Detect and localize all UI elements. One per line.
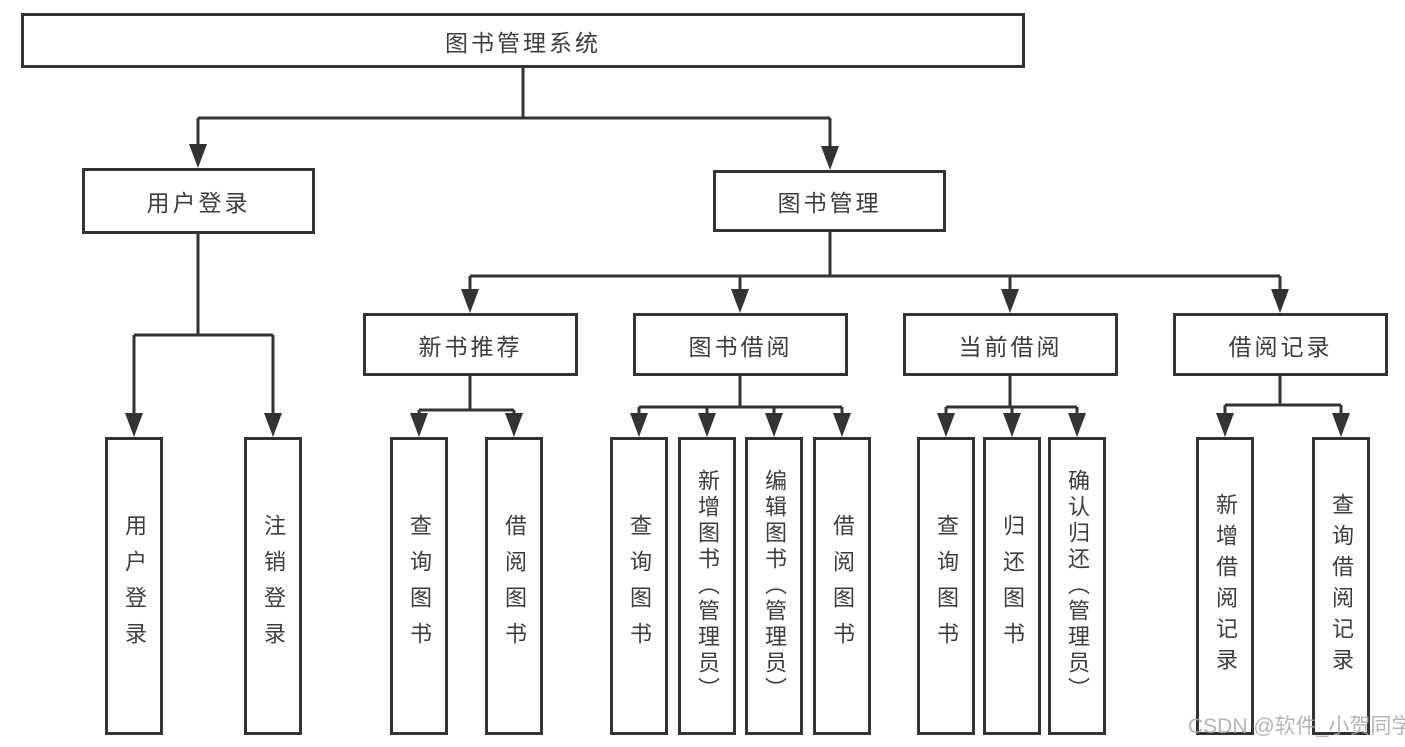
leaf-query-borrow-record: 查询借阅记录 xyxy=(1312,437,1370,735)
leaf-borrow-books-2-label: 借阅图书 xyxy=(830,514,855,658)
leaf-borrow-books-1-label: 借阅图书 xyxy=(502,514,527,658)
node-current-borrowing: 当前借阅 xyxy=(903,313,1118,376)
leaf-borrow-books-2: 借阅图书 xyxy=(813,437,871,735)
leaf-return-books-label: 归还图书 xyxy=(1000,514,1025,658)
node-root: 图书管理系统 xyxy=(21,13,1025,68)
leaf-add-borrow-record: 新增借阅记录 xyxy=(1196,437,1254,735)
node-new-book-recommend-label: 新书推荐 xyxy=(418,333,523,360)
node-user-login-label: 用户登录 xyxy=(146,190,251,216)
node-borrow-records-label: 借阅记录 xyxy=(1228,333,1333,360)
node-book-management-label: 图书管理 xyxy=(777,190,882,216)
node-new-book-recommend: 新书推荐 xyxy=(363,313,578,376)
leaf-query-books-1: 查询图书 xyxy=(390,437,448,735)
node-book-borrowing-label: 图书借阅 xyxy=(688,333,793,360)
node-book-management: 图书管理 xyxy=(713,170,946,232)
leaf-query-books-2: 查询图书 xyxy=(610,437,668,735)
leaf-return-books: 归还图书 xyxy=(983,437,1041,735)
leaf-add-books-admin: 新增图书（管理员） xyxy=(678,437,736,735)
node-root-label: 图书管理系统 xyxy=(445,29,601,56)
leaf-add-books-admin-label: 新增图书（管理员） xyxy=(695,469,720,703)
leaf-query-books-3-label: 查询图书 xyxy=(934,514,959,658)
leaf-confirm-return-admin: 确认归还（管理员） xyxy=(1048,437,1106,735)
node-borrow-records: 借阅记录 xyxy=(1173,313,1388,376)
node-current-borrowing-label: 当前借阅 xyxy=(958,333,1063,360)
node-book-borrowing: 图书借阅 xyxy=(633,313,848,376)
leaf-query-books-2-label: 查询图书 xyxy=(627,514,652,658)
csdn-watermark: CSDN @软件_小贺同学 xyxy=(1188,715,1405,738)
leaf-borrow-books-1: 借阅图书 xyxy=(485,437,543,735)
leaf-user-login-label: 用户登录 xyxy=(122,514,147,658)
leaf-logout-label: 注销登录 xyxy=(261,514,286,658)
leaf-logout: 注销登录 xyxy=(244,437,302,735)
node-user-login: 用户登录 xyxy=(82,168,315,234)
leaf-edit-books-admin: 编辑图书（管理员） xyxy=(745,437,803,735)
leaf-edit-books-admin-label: 编辑图书（管理员） xyxy=(762,469,787,703)
leaf-query-books-1-label: 查询图书 xyxy=(407,514,432,658)
leaf-query-books-3: 查询图书 xyxy=(917,437,975,735)
leaf-add-borrow-record-label: 新增借阅记录 xyxy=(1213,493,1238,679)
leaf-query-borrow-record-label: 查询借阅记录 xyxy=(1329,493,1354,679)
leaf-user-login: 用户登录 xyxy=(105,437,163,735)
arrowhead-icons xyxy=(125,144,1350,437)
leaf-confirm-return-admin-label: 确认归还（管理员） xyxy=(1065,469,1090,703)
